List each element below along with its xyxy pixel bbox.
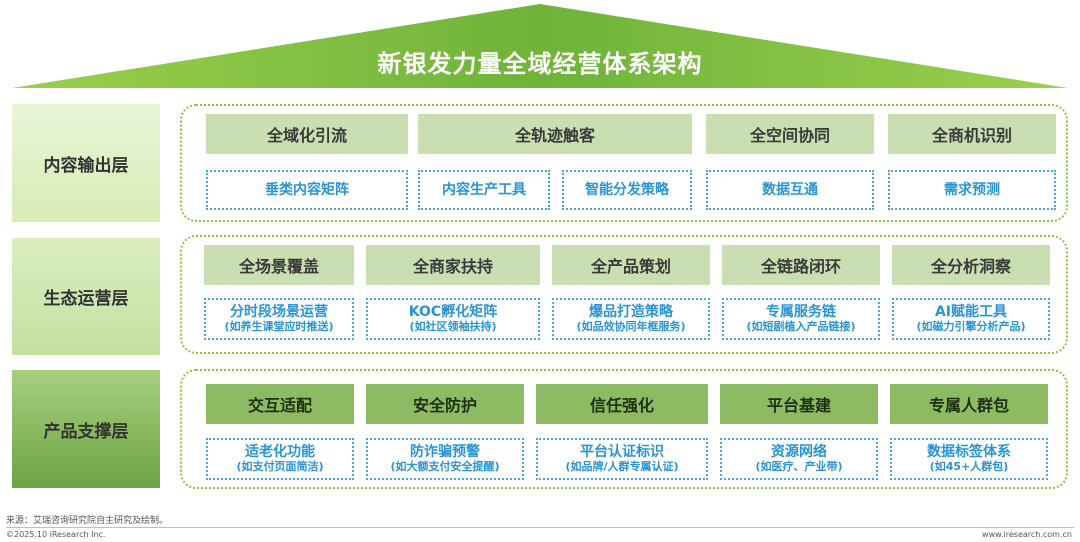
source-note: 来源：艾瑞咨询研究院自主研究及绘制。 xyxy=(6,516,169,526)
eco-head-3: 全产品策划 xyxy=(552,245,710,285)
prod-sub-4: 资源网络(如医疗、产业带) xyxy=(720,438,878,480)
prod-sub-2: 防诈骗预警(如大额支付安全提醒) xyxy=(366,438,524,480)
layer-label-ecosystem: 生态运营层 xyxy=(12,238,160,355)
layer-frame-product xyxy=(180,369,1068,489)
eco-head-5: 全分析洞察 xyxy=(892,245,1050,285)
sub-line-2: (如品牌/人群专属认证) xyxy=(565,460,679,473)
sub-line-1: 专属服务链 xyxy=(766,304,836,320)
prod-head-1: 交互适配 xyxy=(206,384,354,424)
prod-sub-5: 数据标签体系(如45+人群包) xyxy=(890,438,1048,480)
footer-divider xyxy=(6,527,1074,528)
eco-head-1: 全场景覆盖 xyxy=(204,245,354,285)
roof-banner: 新银发力量全域经营体系架构 xyxy=(0,0,1080,92)
sub-line-2: (如医疗、产业带) xyxy=(755,460,843,473)
sub-line-1: 数据互通 xyxy=(762,182,818,198)
copyright: ©2025.10 iResearch Inc. xyxy=(6,530,106,539)
layer-label-content: 内容输出层 xyxy=(12,104,160,222)
sub-line-2: (如品效协同年框服务) xyxy=(576,320,686,333)
sub-line-2: (如支付页面简洁) xyxy=(236,460,324,473)
layer-frame-ecosystem xyxy=(180,235,1068,354)
sub-line-2: (如磁力引擎分析产品) xyxy=(916,320,1026,333)
layer-label-product: 产品支撑层 xyxy=(12,370,160,488)
content-sub-4: 数据互通 xyxy=(706,170,874,210)
sub-line-1: 分时段场景运营 xyxy=(230,304,328,320)
sub-line-2: (如大额支付安全提醒) xyxy=(390,460,500,473)
roof-shape xyxy=(12,4,1068,88)
eco-sub-5: AI赋能工具(如磁力引擎分析产品) xyxy=(892,298,1050,340)
eco-head-4: 全链路闭环 xyxy=(722,245,880,285)
prod-sub-3: 平台认证标识(如品牌/人群专属认证) xyxy=(536,438,708,480)
eco-head-2: 全商家扶持 xyxy=(366,245,540,285)
eco-sub-2: KOC孵化矩阵(如社区领袖扶持) xyxy=(366,298,540,340)
page-title: 新银发力量全域经营体系架构 xyxy=(377,50,703,78)
content-head-3: 全空间协同 xyxy=(706,114,874,154)
sub-line-1: 垂类内容矩阵 xyxy=(265,182,349,198)
sub-line-1: 需求预测 xyxy=(944,182,1000,198)
sub-line-1: 资源网络 xyxy=(771,444,827,460)
eco-sub-4: 专属服务链(如短剧植入产品链接) xyxy=(722,298,880,340)
sub-line-1: 内容生产工具 xyxy=(442,182,526,198)
sub-line-2: (如45+人群包) xyxy=(929,460,1009,473)
prod-head-3: 信任强化 xyxy=(536,384,708,424)
content-head-4: 全商机识别 xyxy=(888,114,1056,154)
content-sub-5: 需求预测 xyxy=(888,170,1056,210)
sub-line-2: (如短剧植入产品链接) xyxy=(746,320,856,333)
content-sub-3: 智能分发策略 xyxy=(562,170,692,210)
content-head-2: 全轨迹触客 xyxy=(418,114,692,154)
content-head-1: 全域化引流 xyxy=(206,114,408,154)
sub-line-1: 智能分发策略 xyxy=(585,182,669,198)
sub-line-1: 平台认证标识 xyxy=(580,444,664,460)
sub-line-2: (如养生课堂应时推送) xyxy=(224,320,334,333)
layer-frame-content xyxy=(180,104,1068,222)
website-url: www.iresearch.com.cn xyxy=(982,530,1072,539)
content-sub-2: 内容生产工具 xyxy=(418,170,550,210)
sub-line-1: 适老化功能 xyxy=(245,444,315,460)
sub-line-1: 爆品打造策略 xyxy=(589,304,673,320)
sub-line-1: AI赋能工具 xyxy=(934,304,1008,320)
sub-line-1: 数据标签体系 xyxy=(927,444,1011,460)
eco-sub-3: 爆品打造策略(如品效协同年框服务) xyxy=(552,298,710,340)
eco-sub-1: 分时段场景运营(如养生课堂应时推送) xyxy=(204,298,354,340)
sub-line-2: (如社区领袖扶持) xyxy=(409,320,497,333)
prod-head-5: 专属人群包 xyxy=(890,384,1048,424)
prod-head-2: 安全防护 xyxy=(366,384,524,424)
prod-sub-1: 适老化功能(如支付页面简洁) xyxy=(206,438,354,480)
prod-head-4: 平台基建 xyxy=(720,384,878,424)
content-sub-1: 垂类内容矩阵 xyxy=(206,170,408,210)
sub-line-1: KOC孵化矩阵 xyxy=(408,304,498,320)
sub-line-1: 防诈骗预警 xyxy=(410,444,480,460)
